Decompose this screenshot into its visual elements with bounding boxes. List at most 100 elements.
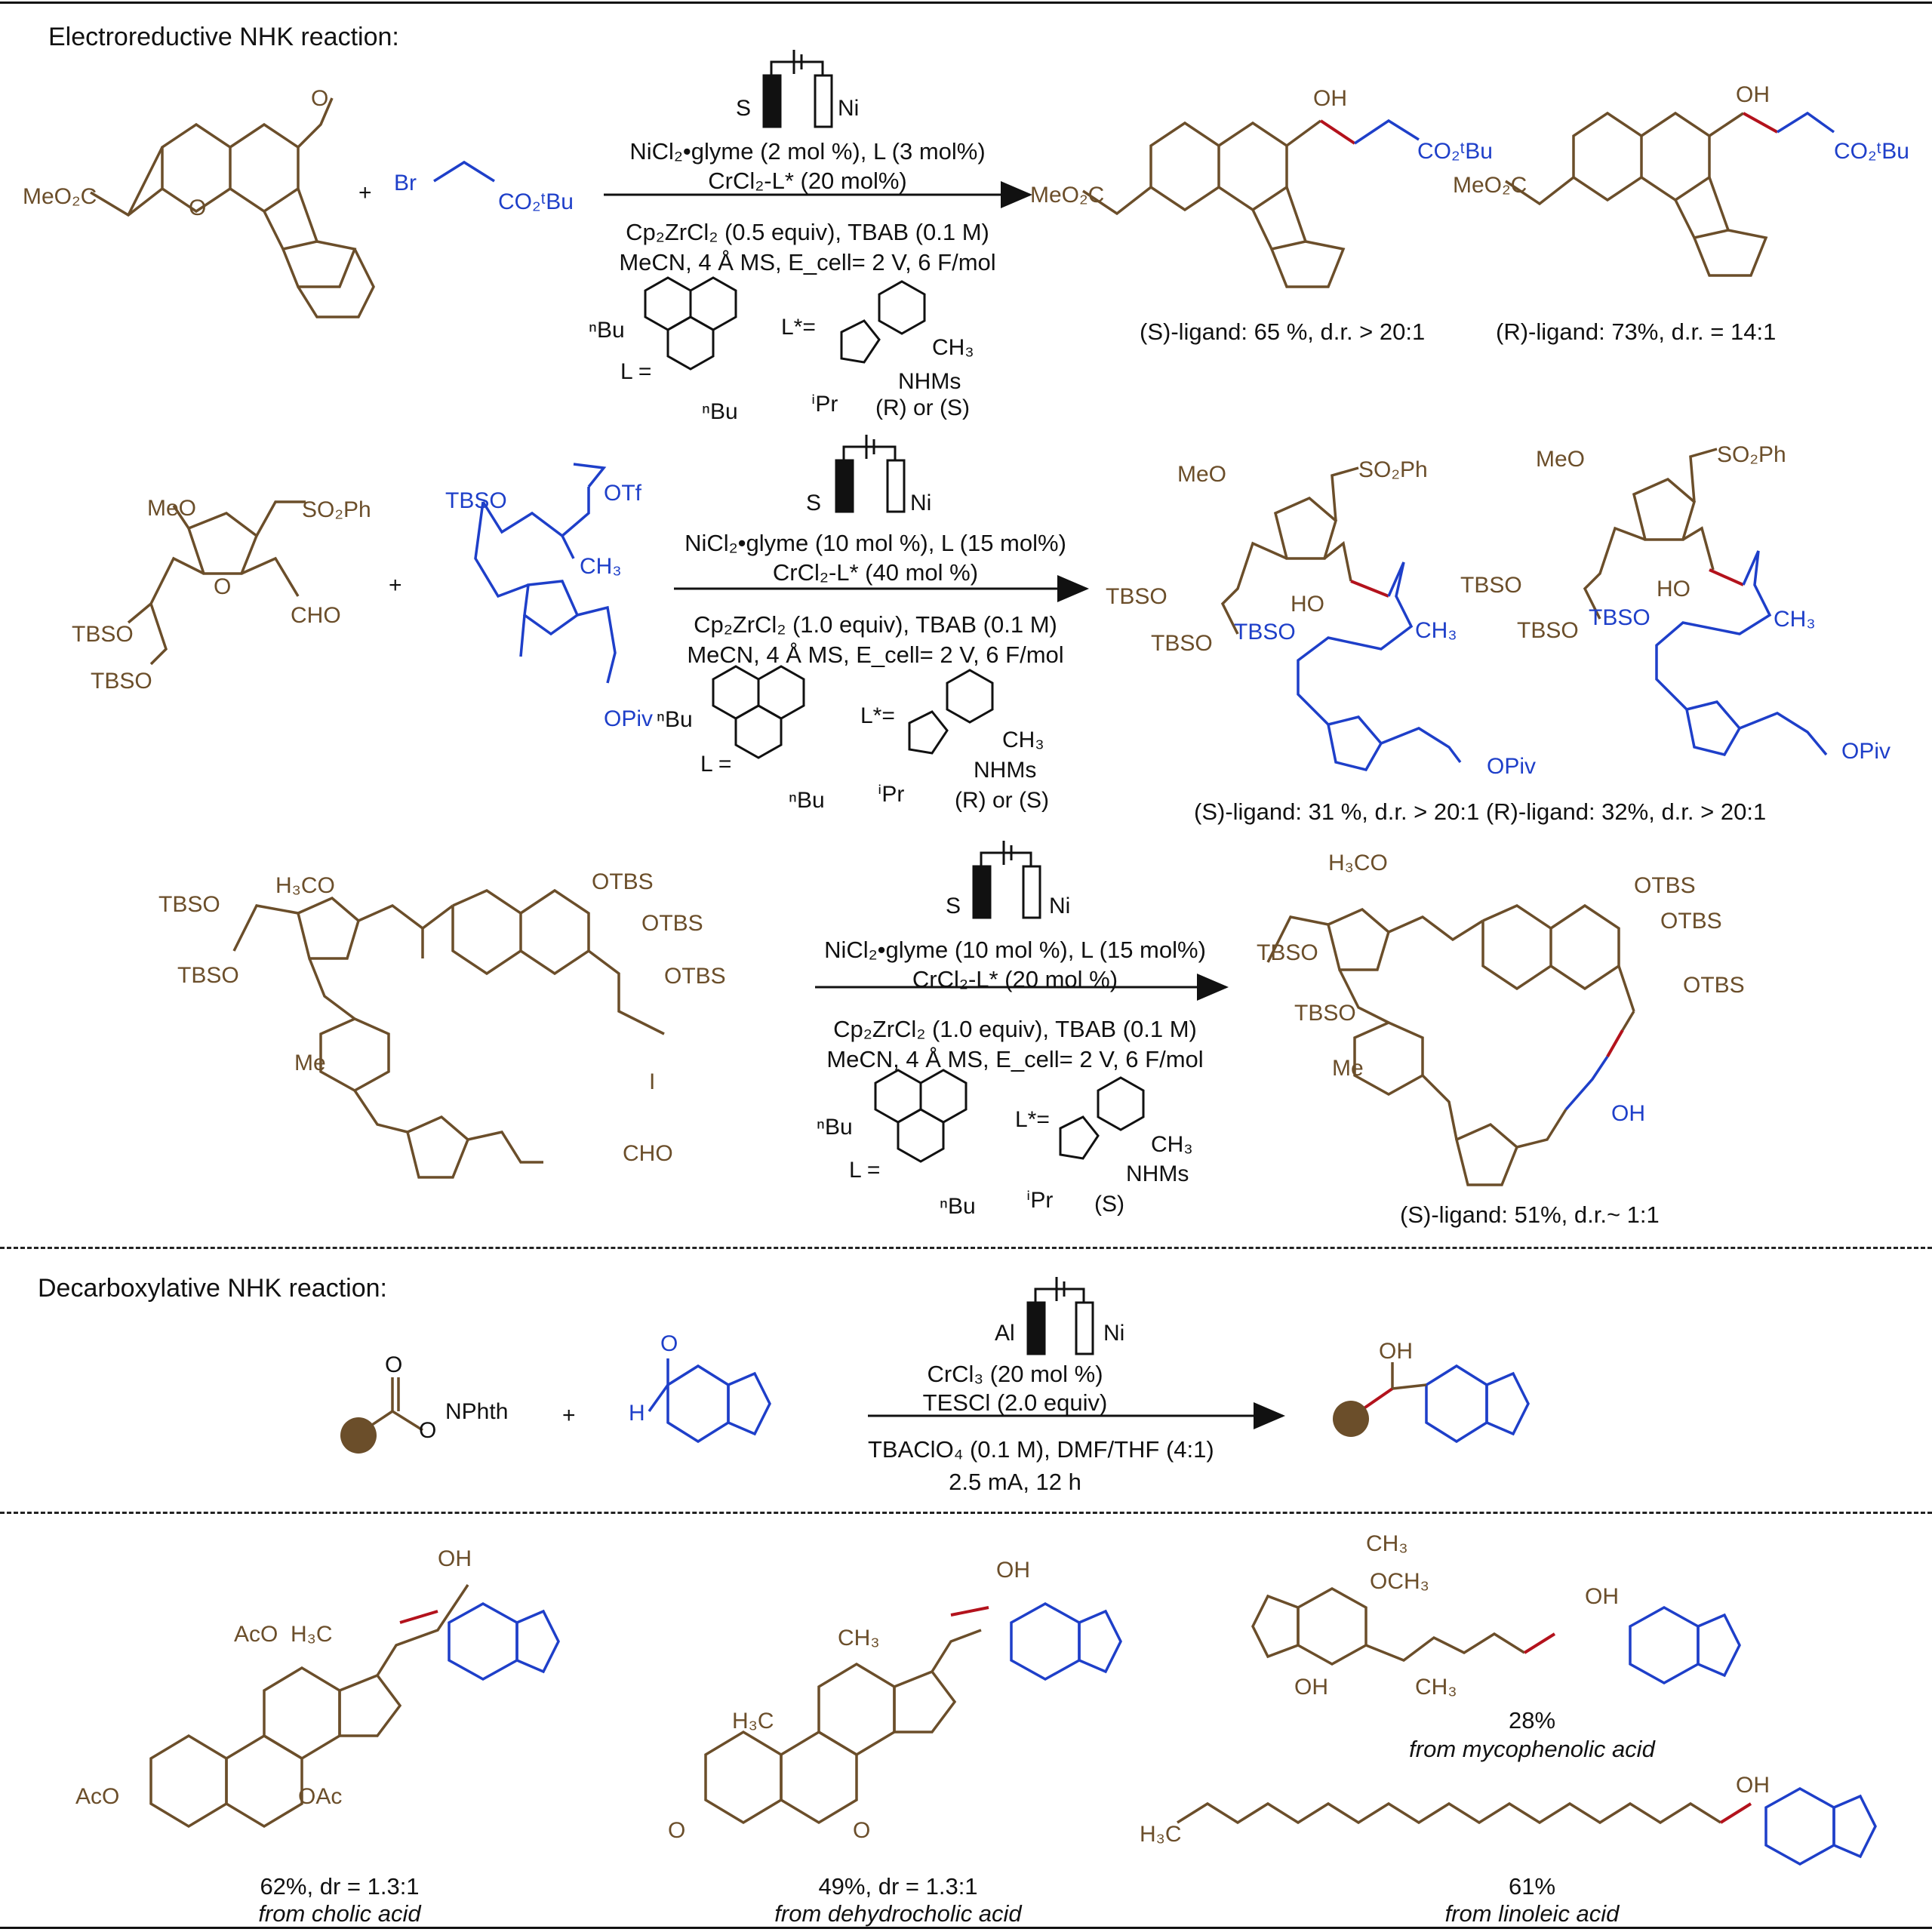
electrode-ni-3: Ni [1049,894,1070,918]
product-4-source: from linoleic acid [1444,1900,1620,1927]
rxn2-prod-s-tbso3: TBSO [1234,620,1296,645]
rxn3-tbso2: TBSO [177,963,239,988]
rxn1-ch3-label: CH₃ [932,335,974,360]
product-dehydrocholic [704,1629,982,1825]
rxn2-prod-s-so2ph: SO₂Ph [1358,457,1428,482]
rxn2-prod-r-so2ph: SO₂Ph [1717,442,1786,467]
rxn4-h-label: H [629,1401,645,1426]
myco-ch3-top: CH₃ [1366,1531,1408,1556]
myco-och3: OCH₃ [1370,1569,1429,1594]
rxn4-product [1425,1364,1530,1444]
electrode-cell-4 [1026,1277,1094,1355]
rxn1-product-r [1505,111,1768,277]
rxn2-prod-r-opiv: OPiv [1841,739,1890,764]
cholic-aco1: AcO [75,1784,119,1809]
rxn3-iodo: I [649,1069,655,1094]
cholic-oac: OAc [298,1784,342,1809]
rxn3-me: Me [294,1051,326,1075]
rxn2-product-r [1583,448,1718,620]
product-3-source: from mycophenolic acid [1409,1736,1655,1762]
rxn2-opiv-label: OPiv [604,706,653,731]
rxn2-tbso-label: TBSO [445,488,507,513]
rxn2-nbu-label: ⁿBu [657,707,693,732]
rxn1-lstar-label: L*= [781,315,816,340]
rxn2-ch3-label: CH₃ [580,554,622,579]
rxn2-condition-4: MeCN, 4 Å MS, E_cell= 2 V, 6 F/mol [687,641,1064,668]
rxn1-br-label: Br [394,171,417,195]
rxn3-ch3-lig-label: CH₃ [1151,1132,1193,1157]
rxn2-ligand-l [712,665,805,759]
rxn3-otbs1: OTBS [592,869,654,894]
rxn2-prod-s-tbso2: TBSO [1151,631,1213,656]
rxn3-otbs3: OTBS [664,964,726,989]
rxn3-prod-oh: OH [1611,1101,1645,1126]
rxn3-nbu2-label: ⁿBu [940,1194,976,1219]
rxn2-prod-s-ch3: CH₃ [1415,618,1457,643]
rxn4-o-label: O [660,1331,678,1356]
product-mycophenolic [1251,1586,1525,1666]
rxn1-result-s-ligand: (S)-ligand: 65 %, d.r. > 20:1 [1140,318,1426,345]
rxn1-cho-label: O [311,86,328,111]
dehydro-oh: OH [996,1558,1030,1583]
rxn3-ipr-label: ⁱPr [1026,1188,1053,1213]
rxn2-tbso1-label: TBSO [72,622,134,647]
rxn4-condition-4: 2.5 mA, 12 h [949,1469,1081,1495]
rxn2-prod-s-meo: MeO [1177,462,1226,487]
electrode-al: Al [995,1321,1015,1346]
rxn2-prod-r-tbso2: TBSO [1517,618,1579,643]
rxn1-vinyl-bromide [433,160,495,183]
rxn1-condition-4: MeCN, 4 Å MS, E_cell= 2 V, 6 F/mol [619,249,996,275]
rxn1-aldehyde-structure [90,97,375,318]
rxn2-ch3-lig-label: CH₃ [1002,728,1044,752]
rxn3-ligand-note: (S) [1094,1192,1124,1217]
product-1-source: from cholic acid [258,1900,421,1927]
rxn1-ligand-lstar [840,280,926,364]
myco-oh: OH [1294,1675,1328,1700]
linoleic-oh: OH [1736,1773,1770,1798]
section-divider-1 [0,1247,1932,1249]
rxn3-prod-tbso1: TBSO [1257,940,1318,965]
rxn3-l-eq: L = [849,1158,880,1183]
rxn2-l-eq: L = [700,752,731,777]
rxn1-nbu-label: ⁿBu [589,318,625,343]
rxn1-ring-o: O [189,195,206,220]
rxn1-product-s [1082,119,1346,288]
rxn2-prod-s-tbso1: TBSO [1106,584,1168,609]
electrode-s-3: S [946,894,961,918]
rxn4-product-circle [1333,1401,1369,1437]
rxn2-condition-3: Cp₂ZrCl₂ (1.0 equiv), TBAB (0.1 M) [694,611,1057,638]
rxn1-ligand-l [644,276,737,371]
product-3-yield: 28% [1508,1707,1556,1734]
rxn4-ester-o: O [419,1418,436,1443]
section-title-decarboxylative: Decarboxylative NHK reaction: [38,1274,387,1303]
rxn2-nhms-label: NHMs [974,758,1036,783]
rxn2-prod-s-opiv: OPiv [1487,754,1536,779]
rxn3-product-structure [1266,903,1635,1186]
rxn2-so2ph-label: SO₂Ph [302,497,371,522]
rxn4-nphth-label: NPhth [445,1399,508,1424]
rxn3-prod-otbs2: OTBS [1660,909,1722,934]
electrode-s-1: S [736,96,751,121]
rxn4-piperonal [648,1358,771,1444]
rxn2-prod-r-ch3: CH₃ [1774,607,1816,632]
rxn1-nbu2-label: ⁿBu [702,399,738,424]
rxn4-substituent-circle [340,1417,377,1454]
product-linoleic [1177,1801,1721,1825]
product-1-yield: 62%, dr = 1.3:1 [260,1873,420,1900]
rxn1-prod-s-oh: OH [1313,86,1347,111]
rxn2-lstar-label: L*= [860,703,895,728]
rxn4-condition-3: TBAClO₄ (0.1 M), DMF/THF (4:1) [868,1436,1214,1463]
rxn2-otf-label: OTf [604,481,642,506]
cholic-h3c: H₃C [291,1622,333,1647]
rxn3-h3co: H₃CO [275,873,335,898]
rxn1-condition-1: NiCl₂•glyme (2 mol %), L (3 mol%) [629,138,986,165]
rxn1-nhms-label: NHMs [898,369,961,394]
rxn3-ligand-lstar [1059,1076,1145,1160]
rxn1-ligand-note: (R) or (S) [875,395,970,420]
rxn3-prod-h3co: H₃CO [1328,851,1388,875]
rxn2-prod-r-ho: HO [1657,577,1690,601]
electrode-cell-1 [762,50,833,128]
rxn1-prod-r-oh: OH [1736,82,1770,107]
rxn1-ester2-label: CO₂ᵗBu [498,189,574,214]
top-border [0,2,1932,4]
